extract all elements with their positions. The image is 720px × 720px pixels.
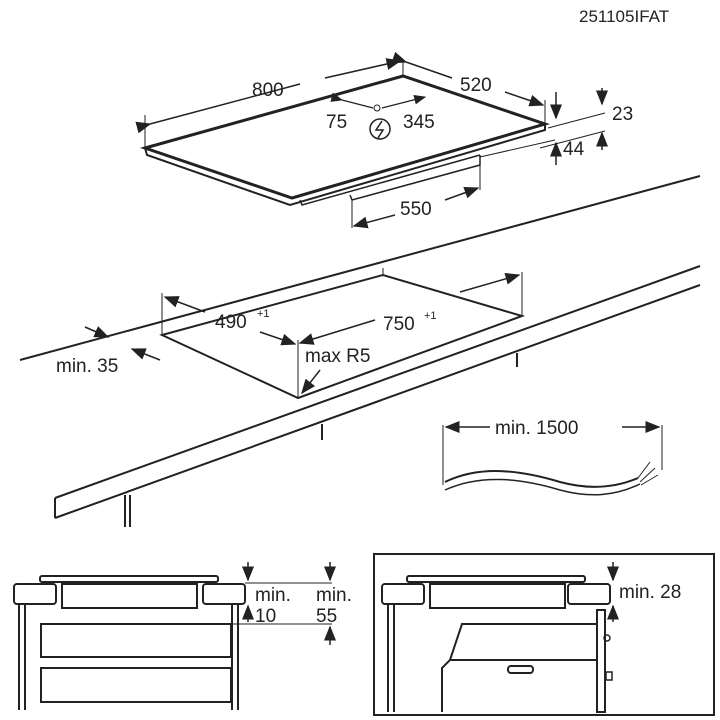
- cable-length-label: min. 1500: [495, 418, 578, 439]
- cutout-width-label: 750: [383, 314, 415, 335]
- countertop-drawing: 490 +1 750 +1 min. 35 max R5: [19, 175, 701, 527]
- lightning-icon: [369, 118, 391, 140]
- gap-min-label: min.: [255, 585, 291, 606]
- body-depth-label: 550: [400, 199, 432, 220]
- front-edge-distance-label: min. 35: [56, 356, 118, 377]
- cutout-depth-label: 490: [215, 312, 247, 333]
- clearance-min-label: min.: [316, 585, 352, 606]
- hob-depth-label: 520: [460, 75, 492, 96]
- section-oven-cabinet: min. 28: [373, 553, 715, 716]
- hob-drawing: 800 520 75 345 23 44 550: [135, 51, 633, 229]
- cable-offset-right-label: 345: [403, 112, 435, 133]
- section-drawer-cabinet: min. 10 min. 55: [13, 562, 352, 710]
- cutout-depth-tolerance: +1: [257, 308, 270, 320]
- hob-height-label: 44: [563, 139, 585, 160]
- hob-width-label: 800: [252, 80, 284, 101]
- clearance-value-label: 55: [316, 606, 337, 627]
- document-code: 251105IFAT: [579, 7, 669, 26]
- gap-value-label: 10: [255, 606, 276, 627]
- cutout-width-tolerance: +1: [424, 310, 437, 322]
- cable-offset-left-label: 75: [326, 112, 347, 133]
- power-cable: [444, 470, 639, 488]
- glass-thickness-label: 23: [612, 104, 633, 125]
- oven-clearance-label: min. 28: [619, 582, 681, 603]
- cutout-outline: [159, 273, 526, 400]
- corner-radius-label: max R5: [305, 346, 370, 367]
- cable-drawing: min. 1500: [442, 418, 663, 496]
